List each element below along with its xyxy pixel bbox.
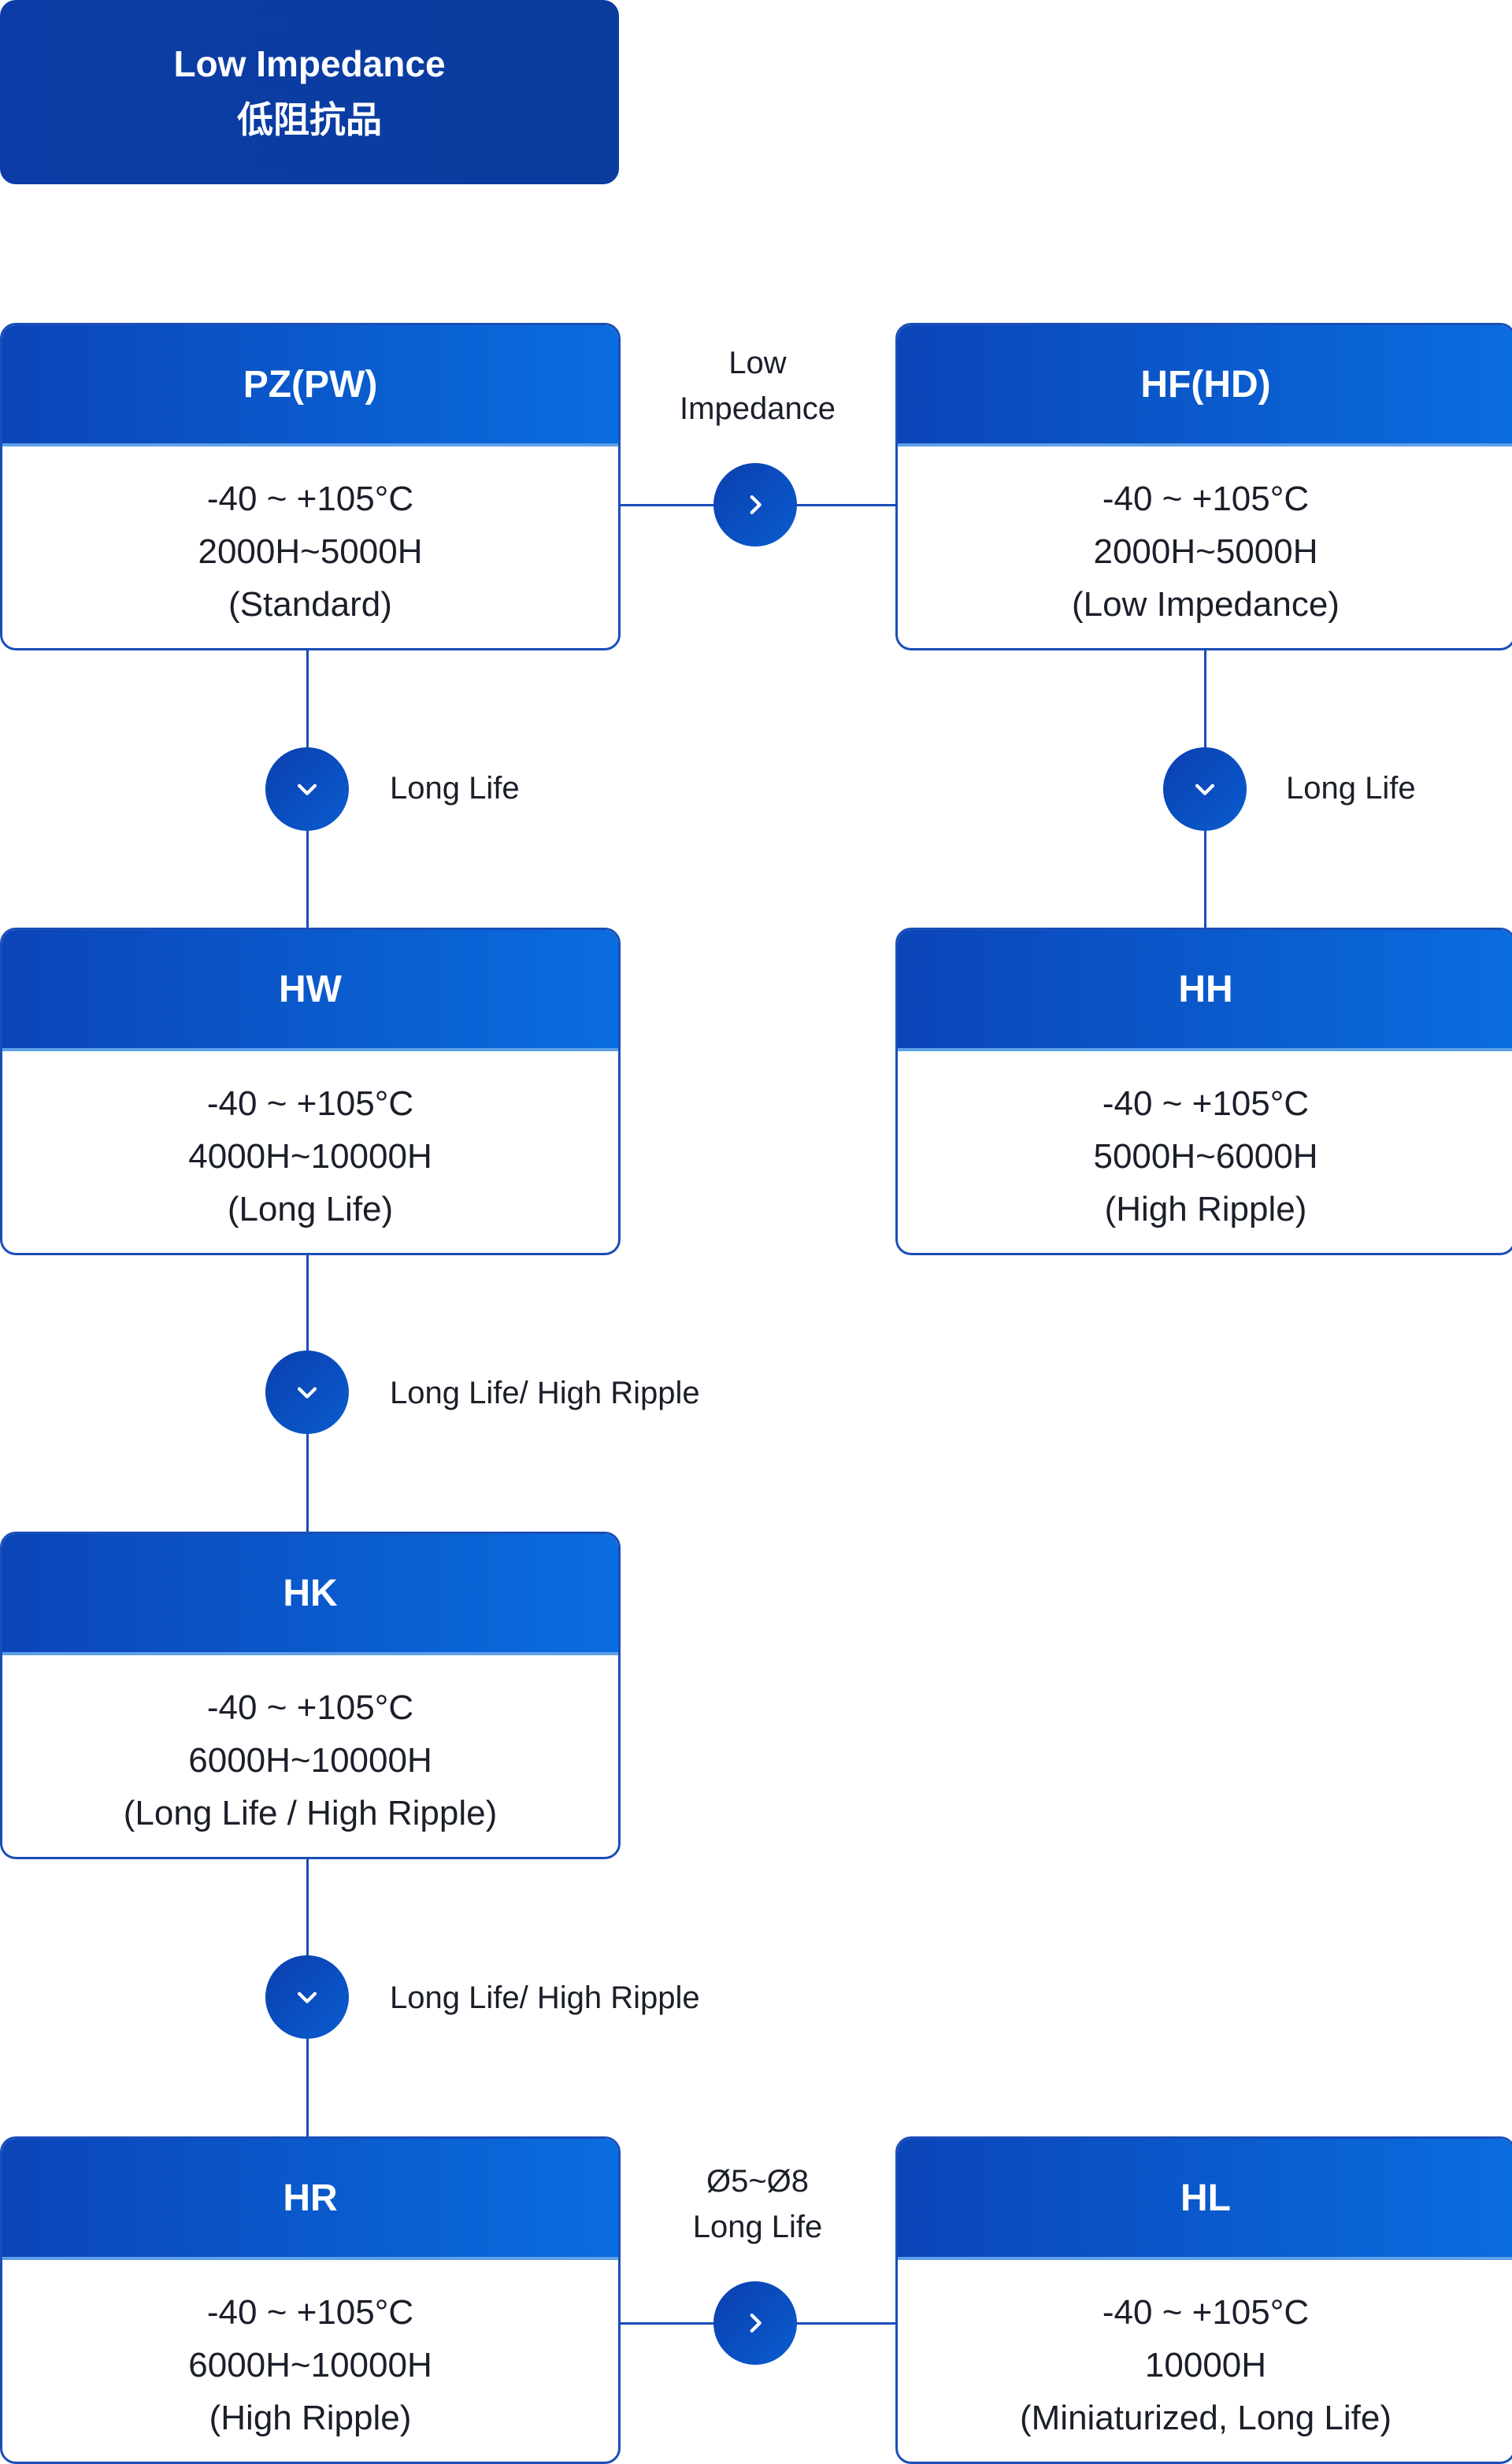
temperature-range: -40 ~ +105°C	[1102, 2293, 1310, 2332]
series-name: HK	[2, 1534, 618, 1655]
arrow-node-pz-hf	[713, 463, 797, 547]
category-title-zh: 低阻抗品	[237, 99, 382, 140]
series-specs: -40 ~ +105°C 4000H~10000H (Long Life)	[2, 1051, 618, 1236]
series-note: (Miniaturized, Long Life)	[1019, 2398, 1392, 2437]
connector-label-pz-hf: Low Impedance	[679, 340, 836, 432]
series-name: HL	[898, 2139, 1512, 2260]
series-name: HH	[898, 930, 1512, 1051]
category-title: Low Impedance 低阻抗品	[0, 0, 619, 184]
chevron-right-icon	[750, 495, 762, 515]
series-name: HW	[2, 930, 618, 1051]
life-hours: 5000H~6000H	[1093, 1136, 1318, 1176]
series-card-hr: HR -40 ~ +105°C 6000H~10000H (High Rippl…	[0, 2136, 621, 2464]
temperature-range: -40 ~ +105°C	[206, 2293, 414, 2332]
temperature-range: -40 ~ +105°C	[1102, 1084, 1310, 1123]
connector-label-line: Ø5~Ø8	[706, 2164, 810, 2199]
connector-label-hr-hl: Ø5~Ø8 Long Life	[679, 2158, 836, 2250]
connector-label-pz-hw: Long Life	[390, 771, 520, 806]
arrow-node-hf-hh	[1163, 747, 1247, 831]
connector-label-hk-hr: Long Life/ High Ripple	[390, 1980, 700, 2015]
series-note: (Low Impedance)	[1072, 584, 1340, 624]
series-card-hf: HF(HD) -40 ~ +105°C 2000H~5000H (Low Imp…	[895, 323, 1512, 650]
series-specs: -40 ~ +105°C 2000H~5000H (Low Impedance)	[898, 446, 1512, 632]
life-hours: 2000H~5000H	[198, 532, 423, 571]
series-note: (Standard)	[228, 584, 392, 624]
chevron-down-icon	[297, 1387, 317, 1399]
arrow-node-hw-hk	[265, 1351, 349, 1434]
category-title-en: Low Impedance	[173, 43, 446, 84]
series-card-hh: HH -40 ~ +105°C 5000H~6000H (High Ripple…	[895, 928, 1512, 1255]
connector-label-hw-hk: Long Life/ High Ripple	[390, 1376, 700, 1410]
arrow-node-hk-hr	[265, 1955, 349, 2039]
temperature-range: -40 ~ +105°C	[1102, 480, 1310, 518]
life-hours: 6000H~10000H	[188, 2345, 432, 2384]
series-specs: -40 ~ +105°C 6000H~10000H (Long Life / H…	[2, 1655, 618, 1840]
series-name: HR	[2, 2139, 618, 2260]
life-hours: 10000H	[1144, 2345, 1267, 2384]
series-name: HF(HD)	[898, 325, 1512, 446]
connector-label-line: Low	[728, 346, 787, 380]
temperature-range: -40 ~ +105°C	[206, 1688, 414, 1727]
arrow-node-hr-hl	[713, 2281, 797, 2365]
series-specs: -40 ~ +105°C 2000H~5000H (Standard)	[2, 446, 618, 632]
connector-label-hf-hh: Long Life	[1286, 771, 1416, 806]
series-specs: -40 ~ +105°C 10000H (Miniaturized, Long …	[898, 2260, 1512, 2445]
connector-label-line: Long Life	[692, 2210, 823, 2244]
series-note: (High Ripple)	[1104, 1189, 1307, 1228]
chevron-down-icon	[297, 784, 317, 795]
series-note: (Long Life / High Ripple)	[123, 1793, 498, 1832]
chevron-right-icon	[750, 2313, 762, 2333]
series-specs: -40 ~ +105°C 6000H~10000H (High Ripple)	[2, 2260, 618, 2445]
chevron-down-icon	[1195, 784, 1215, 795]
series-card-hw: HW -40 ~ +105°C 4000H~10000H (Long Life)	[0, 928, 621, 1255]
series-specs: -40 ~ +105°C 5000H~6000H (High Ripple)	[898, 1051, 1512, 1236]
temperature-range: -40 ~ +105°C	[206, 1084, 414, 1123]
life-hours: 4000H~10000H	[188, 1136, 432, 1176]
series-name: PZ(PW)	[2, 325, 618, 446]
series-card-hk: HK -40 ~ +105°C 6000H~10000H (Long Life …	[0, 1532, 621, 1859]
series-card-hl: HL -40 ~ +105°C 10000H (Miniaturized, Lo…	[895, 2136, 1512, 2464]
chevron-down-icon	[297, 1992, 317, 2003]
life-hours: 6000H~10000H	[188, 1740, 432, 1780]
connector-label-line: Impedance	[680, 391, 836, 426]
series-card-pz: PZ(PW) -40 ~ +105°C 2000H~5000H (Standar…	[0, 323, 621, 650]
arrow-node-pz-hw	[265, 747, 349, 831]
life-hours: 2000H~5000H	[1093, 532, 1318, 571]
series-note: (Long Life)	[227, 1189, 394, 1228]
series-note: (High Ripple)	[209, 2398, 412, 2437]
temperature-range: -40 ~ +105°C	[206, 480, 414, 518]
